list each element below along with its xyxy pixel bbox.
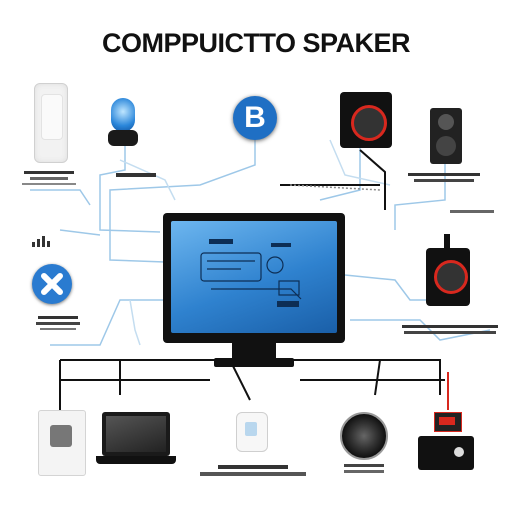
monitor-screen [171,221,337,333]
amplifier-box [418,436,474,470]
dongle-caption-lines [112,172,172,178]
left-mid-caption-lines [36,315,80,333]
white-tower-device [34,83,68,163]
speaker-small-pair [430,108,462,164]
white-speaker-box [38,410,86,476]
monitor-stand [232,343,276,359]
laptop-base [96,456,176,464]
phone-device [236,412,268,452]
left-top-caption-lines [20,170,78,188]
signal-bars-icon [32,235,52,247]
diagram-title: COMPPUICTTO SPAKER [101,28,411,58]
speaker-red-mid [426,248,470,306]
right-mid-caption-lines [402,324,498,337]
speaker-red-top [340,92,392,148]
round-speaker [340,412,388,460]
speaker-cable [444,234,450,250]
monitor-base [214,358,294,367]
left-logo-icon [32,264,72,304]
bluetooth-icon: B [233,96,277,140]
bluetooth-dongle [108,98,138,150]
amplifier-top [434,412,462,432]
laptop [102,412,170,456]
screen-schematic [200,239,302,307]
right-top-caption-lines-2 [450,210,494,213]
right-top-caption-lines [408,172,480,185]
monitor [163,213,345,343]
round-speaker-caption-lines [344,464,384,473]
bottom-center-caption-lines [200,464,306,479]
